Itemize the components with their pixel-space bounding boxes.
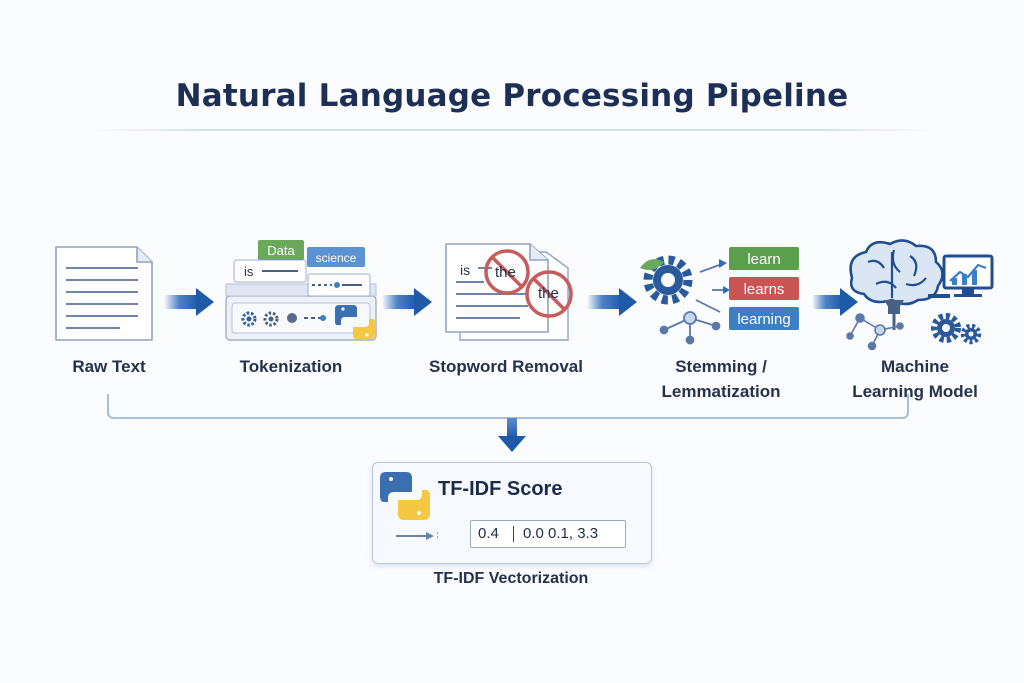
lemma-card-learning bbox=[729, 307, 799, 330]
stage-label-tokenization: Tokenization bbox=[239, 357, 343, 376]
token-is: is bbox=[244, 264, 254, 279]
stage-label-stopword-removal: Stopword Removal bbox=[429, 357, 583, 376]
title-divider bbox=[90, 129, 934, 131]
lemma-learns: learns bbox=[744, 281, 785, 298]
ml-network-nodes-icon bbox=[846, 313, 904, 351]
lemma-output-cards bbox=[729, 247, 799, 330]
lemma-card-learn bbox=[729, 247, 799, 270]
flow-arrow-4 bbox=[812, 288, 858, 316]
stage-label-stemming: Stemming / Lemmatization bbox=[636, 354, 806, 404]
stage-label-ml-line2: Learning Model bbox=[852, 382, 978, 401]
stage-label-raw-text: Raw Text bbox=[72, 357, 146, 376]
token-data: Data bbox=[267, 243, 295, 258]
lemma-card-learns bbox=[729, 277, 799, 300]
stopword-the-1: the bbox=[495, 264, 516, 281]
flow-arrow-2 bbox=[382, 288, 432, 316]
python-logo-icon bbox=[380, 472, 438, 540]
crossed-out-document-icon bbox=[445, 243, 573, 341]
tfidf-vector-rest: 0.0 0.1, 3.3 bbox=[523, 525, 599, 542]
tfidf-vector-separator bbox=[513, 526, 514, 542]
flow-arrow-3 bbox=[587, 288, 637, 316]
monitor-chart-icon bbox=[928, 254, 994, 298]
lemma-learning: learning bbox=[737, 311, 790, 328]
tfidf-caption: TF-IDF Vectorization bbox=[433, 570, 589, 587]
tfidf-vector: 0.4 0.0 0.1, 3.3 bbox=[470, 520, 626, 548]
stage-label-ml-model: Machine Learning Model bbox=[832, 354, 998, 404]
gear-icon bbox=[640, 255, 693, 305]
ml-gear-icon bbox=[931, 313, 982, 345]
stopword-is: is bbox=[460, 262, 470, 278]
document-icon bbox=[55, 246, 153, 341]
stage-label-ml-line1: Machine bbox=[880, 357, 950, 376]
merge-bracket bbox=[107, 394, 909, 452]
network-nodes-icon bbox=[659, 259, 730, 345]
tfidf-title: TF-IDF Score bbox=[438, 478, 563, 500]
token-cards-icon bbox=[225, 240, 377, 341]
stage-label-stemming-line1: Stemming / bbox=[675, 357, 767, 376]
python-logo-icon bbox=[335, 305, 375, 339]
stage-label-stemming-line2: Lemmatization bbox=[661, 382, 781, 401]
token-science: science bbox=[316, 251, 357, 265]
stopword-the-2: the bbox=[538, 285, 559, 302]
tfidf-vector-first: 0.4 bbox=[478, 525, 499, 542]
lemma-learn: learn bbox=[747, 251, 780, 268]
flow-arrow-1 bbox=[164, 288, 214, 316]
page-title: Natural Language Processing Pipeline bbox=[175, 78, 849, 114]
